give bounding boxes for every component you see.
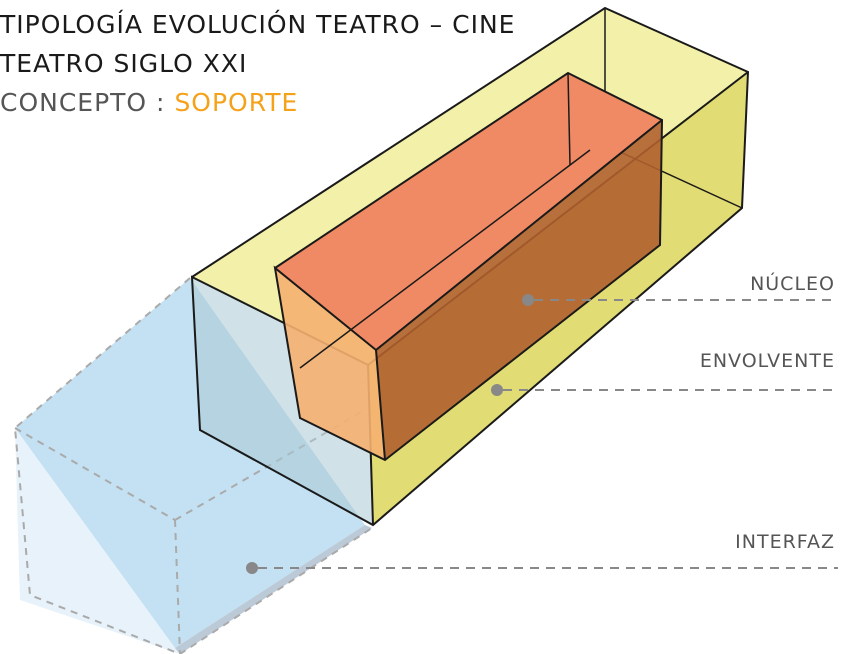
title-block: TIPOLOGÍA EVOLUCIÓN TEATRO – CINE TEATRO… <box>0 6 515 122</box>
interfaz-label: INTERFAZ <box>735 531 835 553</box>
nucleo-front-edge <box>375 349 386 461</box>
envolvente-left-face <box>192 277 373 525</box>
concept-line: CONCEPTO : SOPORTE <box>0 84 515 123</box>
nucleo-top-face <box>275 73 662 350</box>
leader-envolvente: ENVOLVENTE <box>491 350 838 396</box>
interfaz-front-face <box>15 428 180 654</box>
nucleo-inner-edge <box>299 149 591 369</box>
concept-prefix: CONCEPTO : <box>0 87 175 117</box>
diagram-subtitle: TEATRO SIGLO XXI <box>0 48 248 78</box>
interfaz-side-face <box>175 525 372 654</box>
nucleo-right-face <box>376 120 662 460</box>
envolvente-label: ENVOLVENTE <box>700 350 835 372</box>
leader-interfaz: INTERFAZ <box>246 531 838 574</box>
nucleo-label: NÚCLEO <box>750 271 835 295</box>
leader-nucleo: NÚCLEO <box>522 271 838 306</box>
nucleo-volume <box>273 71 664 462</box>
concept-accent: SOPORTE <box>174 87 299 117</box>
interfaz-marker-dot <box>246 562 258 574</box>
nucleo-marker-dot <box>522 294 534 306</box>
interfaz-top-face <box>15 278 365 648</box>
envolvente-marker-dot <box>491 384 503 396</box>
nucleo-inner-edge-2 <box>567 72 571 166</box>
diagram-title: TIPOLOGÍA EVOLUCIÓN TEATRO – CINE <box>0 10 516 39</box>
nucleo-left-face <box>275 268 385 460</box>
interfaz-edge-3 <box>174 519 181 654</box>
interfaz-edge <box>14 427 176 521</box>
